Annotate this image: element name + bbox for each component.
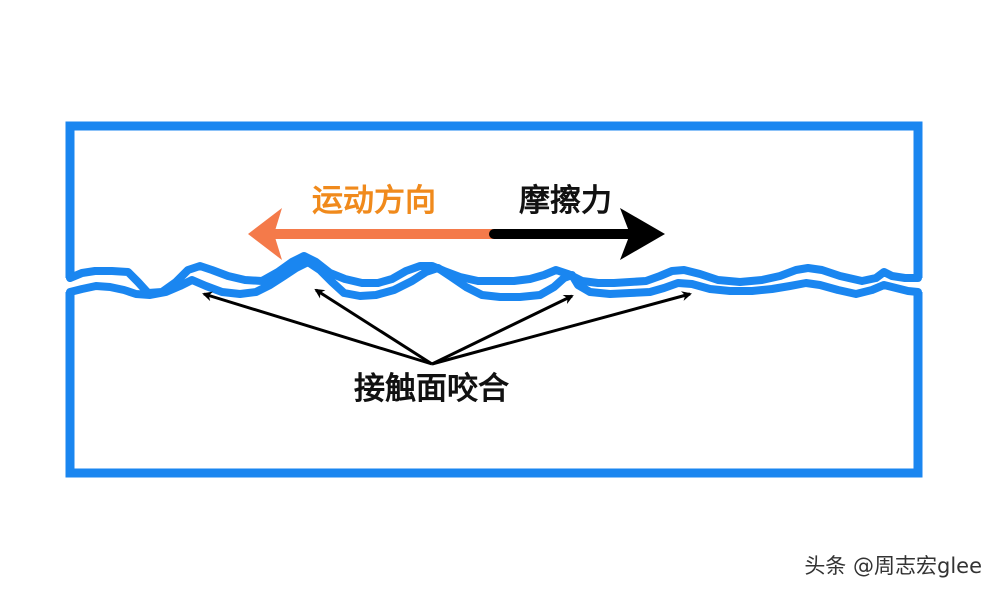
motion-direction-label: 运动方向 <box>312 183 436 219</box>
left-arrow-icon <box>248 208 282 260</box>
contact-pointer-arrows <box>202 288 692 366</box>
contact-interlock-label: 接触面咬合 <box>354 371 509 407</box>
right-arrow-icon <box>620 208 665 260</box>
watermark: 头条 @周志宏glee <box>804 554 982 578</box>
pointer-arrow <box>431 291 692 366</box>
lower-rough-surface <box>66 258 922 301</box>
pointer-arrow <box>314 288 433 366</box>
upper-block <box>65 121 923 278</box>
pointer-arrow <box>431 294 574 366</box>
lower-block <box>65 292 923 478</box>
motion-direction-arrow <box>248 208 499 260</box>
friction-force-arrow <box>489 208 665 260</box>
friction-force-label: 摩擦力 <box>519 183 612 219</box>
upper-rough-surface <box>66 252 922 297</box>
pointer-arrow <box>202 291 433 366</box>
